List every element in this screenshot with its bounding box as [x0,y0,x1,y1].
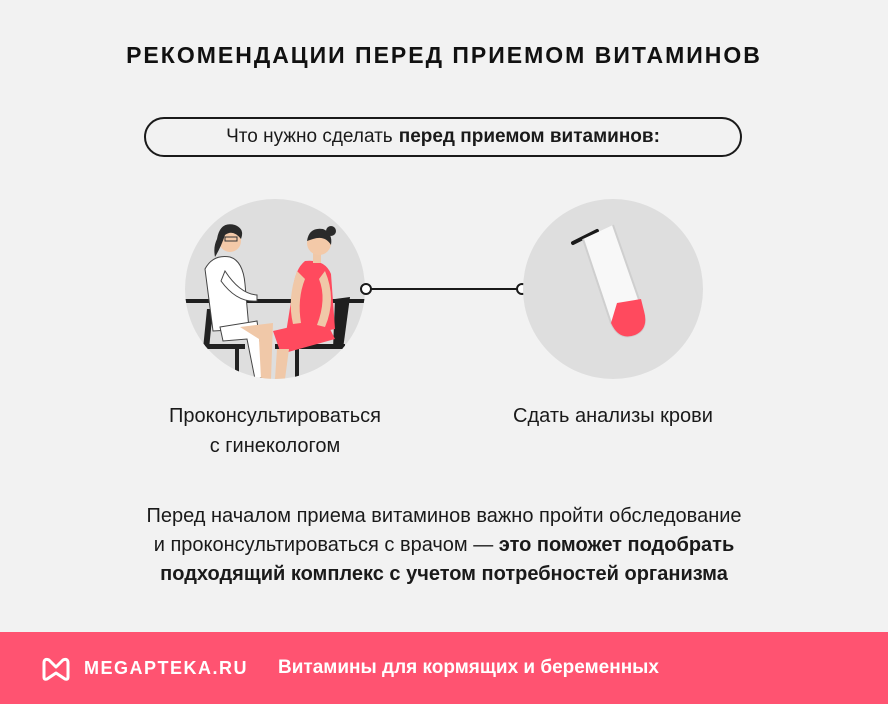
footer-bar: MEGAPTEKA.RU Витамины для кормящих и бер… [0,632,888,704]
body-line-2-bold: это поможет подобрать [498,534,735,556]
body-line-3: подходящий комплекс с учетом потребносте… [40,560,848,589]
connector-line [360,283,528,295]
blood-test-tube-illustration [523,199,703,379]
footer-subtitle: Витамины для кормящих и беременных [278,657,659,678]
step-1-caption: Проконсультироваться с гинекологом [125,401,425,461]
megapteka-logo-icon [42,657,70,681]
footer-brand[interactable]: MEGAPTEKA.RU [84,657,249,678]
step-1-line-2: с гинекологом [209,435,341,457]
body-line-3-bold: подходящий комплекс с учетом потребносте… [160,563,728,585]
section-pill: Что нужно сделать перед приемом витамино… [144,117,742,157]
body-line-2-regular: и проконсультироваться с врачом — [153,534,499,556]
step-2-line-1: Сдать анализы крови [513,405,713,427]
step-1-line-1: Проконсультироваться [169,405,381,427]
pill-text-bold: перед приемом витаминов: [398,126,660,147]
pill-text-regular: Что нужно сделать [226,126,393,147]
doctor-consultation-illustration [185,199,365,379]
step-2-caption: Сдать анализы крови [463,401,763,431]
body-line-1: Перед началом приема витаминов важно про… [146,505,742,527]
body-paragraph: Перед началом приема витаминов важно про… [40,502,848,589]
page-title: РЕКОМЕНДАЦИИ ПЕРЕД ПРИЕМОМ ВИТАМИНОВ [126,42,762,68]
body-line-2: и проконсультироваться с врачом — это по… [40,531,848,560]
